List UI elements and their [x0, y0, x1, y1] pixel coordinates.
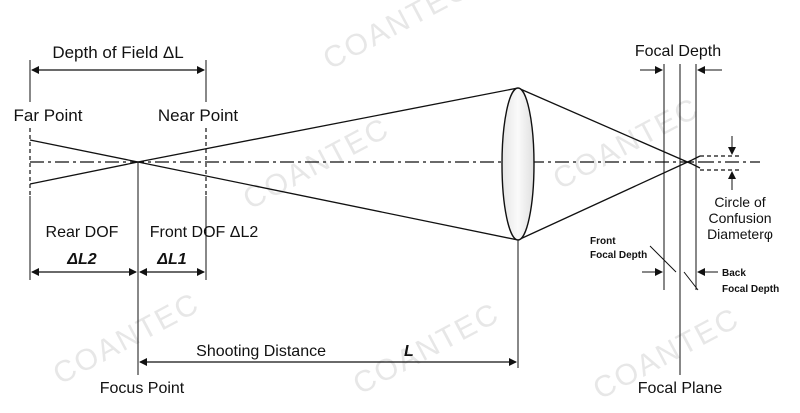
- rear-dof-label: Rear DOF: [46, 224, 119, 241]
- focus-point-label: Focus Point: [100, 380, 185, 397]
- coc-label-line3: Diameterφ: [707, 226, 773, 242]
- front-focal-depth-label-2: Focal Depth: [590, 250, 647, 261]
- front-dof-label: Front DOF ΔL2: [150, 224, 259, 241]
- ray-upper-to-image: [517, 87, 693, 165]
- ray-far-lower: [29, 161, 139, 185]
- dof-label: Depth of Field ΔL: [52, 43, 183, 62]
- back-focal-leader: [683, 271, 699, 291]
- near-point-label: Near Point: [158, 106, 239, 125]
- watermark: COANTEC: [548, 92, 705, 197]
- ray-far-upper: [29, 139, 139, 163]
- lens: [501, 87, 535, 241]
- coc-label-line2: Confusion: [708, 210, 771, 226]
- watermark: COANTEC: [48, 287, 205, 392]
- ray-lower-to-image: [517, 159, 693, 241]
- ray-lower-to-lens: [137, 161, 519, 241]
- front-focal-depth-label-1: Front: [590, 236, 616, 247]
- front-focal-leader: [649, 245, 677, 273]
- shooting-distance-var: L: [404, 343, 414, 360]
- far-point-label: Far Point: [14, 106, 83, 125]
- watermark: COANTEC: [318, 0, 475, 76]
- shooting-distance-label: Shooting Distance: [196, 343, 326, 360]
- back-focal-depth-label-2: Focal Depth: [722, 284, 779, 295]
- back-focal-depth-label-1: Back: [722, 268, 746, 279]
- delta-l2-label: ΔL2: [66, 251, 97, 268]
- watermark: COANTEC: [348, 297, 505, 402]
- focal-plane-label: Focal Plane: [638, 380, 723, 397]
- ray-upper-to-lens: [137, 87, 519, 163]
- coc-label-line1: Circle of: [714, 194, 765, 210]
- delta-l1-label: ΔL1: [156, 251, 187, 268]
- focal-depth-label: Focal Depth: [635, 43, 721, 60]
